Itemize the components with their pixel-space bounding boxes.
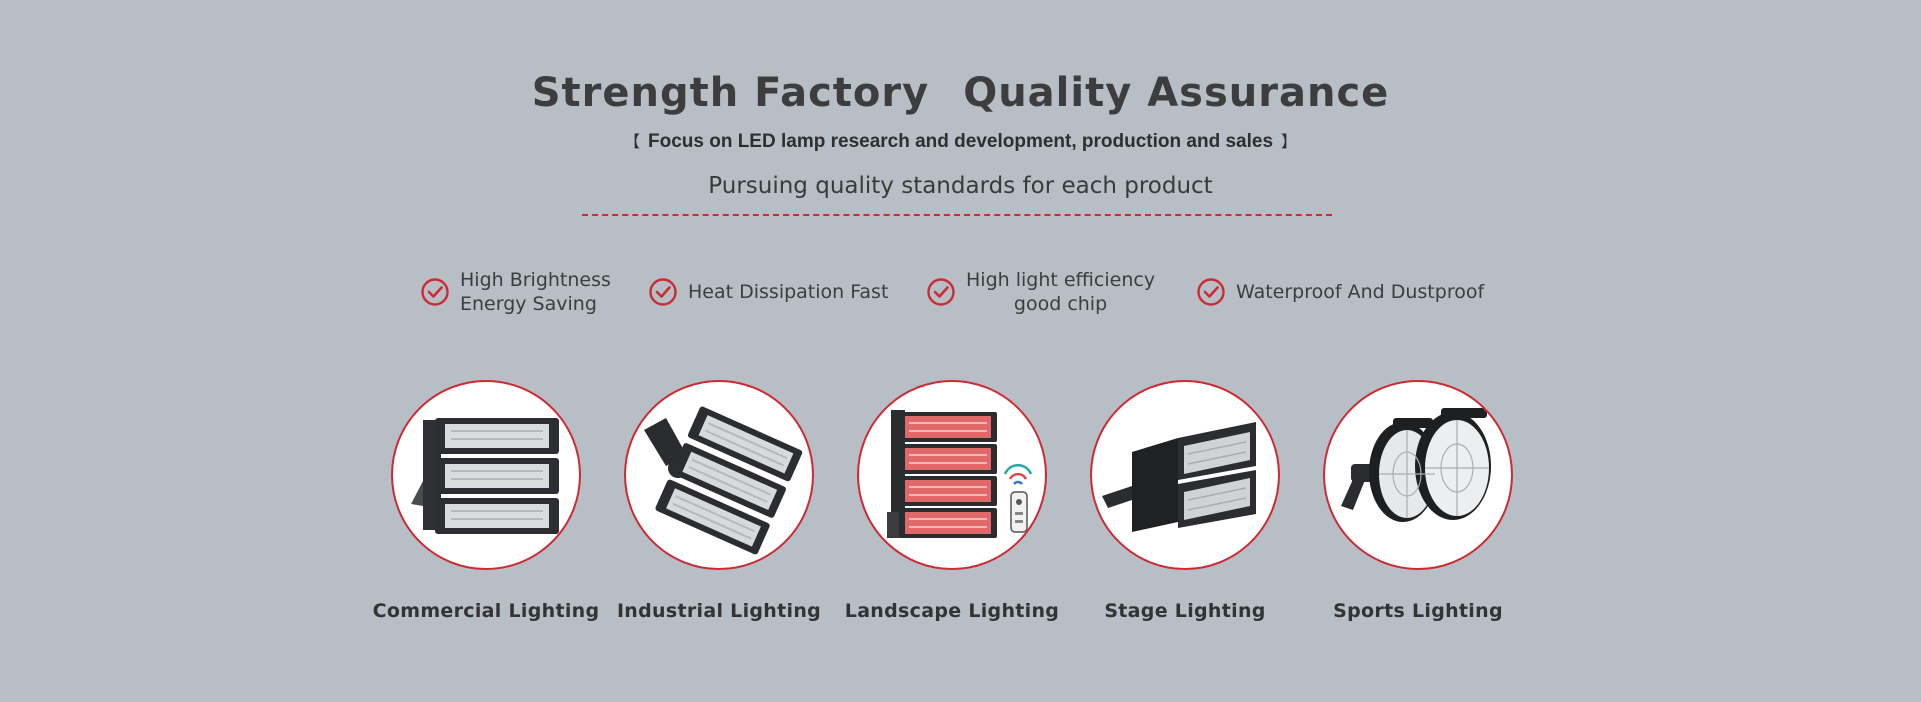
product-label[interactable]: Commercial Lighting bbox=[372, 600, 600, 622]
feature-line-1: Waterproof And Dustproof bbox=[1236, 281, 1485, 303]
feature-line-1: High Brightness bbox=[460, 269, 611, 291]
feature-line-2: good chip bbox=[1013, 293, 1108, 315]
product-card-sports[interactable]: Sports Lighting bbox=[1322, 380, 1514, 622]
page-title: Strength Factory Quality Assurance bbox=[0, 70, 1921, 116]
subtitle-text: Focus on LED lamp research and developme… bbox=[647, 131, 1274, 152]
feature-line-1: High light efficiency bbox=[966, 269, 1156, 291]
bracket-right: 】 bbox=[1281, 134, 1298, 151]
commercial-floodlight-image bbox=[391, 380, 581, 570]
dashed-divider bbox=[582, 214, 1332, 216]
product-label[interactable]: Sports Lighting bbox=[1333, 600, 1503, 622]
title-part-1: Strength Factory bbox=[531, 70, 930, 116]
product-card-commercial[interactable]: Commercial Lighting bbox=[373, 380, 599, 622]
product-card-stage[interactable]: Stage Lighting bbox=[1089, 380, 1281, 622]
product-card-industrial[interactable]: Industrial Lighting bbox=[617, 380, 821, 622]
stage-light-image bbox=[1090, 380, 1280, 570]
landscape-rgb-floodlight-image bbox=[857, 380, 1047, 570]
check-circle-icon bbox=[1197, 278, 1225, 306]
check-circle-icon bbox=[421, 278, 449, 306]
feature-line-2: Energy Saving bbox=[460, 293, 597, 315]
feature-item: Heat Dissipation Fast bbox=[648, 262, 888, 322]
feature-item: Waterproof And Dustproof bbox=[1196, 262, 1484, 322]
sports-stadium-light-image bbox=[1323, 380, 1513, 570]
feature-line-1: Heat Dissipation Fast bbox=[688, 281, 889, 303]
tagline: Pursuing quality standards for each prod… bbox=[708, 173, 1213, 199]
bracket-left: 【 bbox=[623, 134, 640, 151]
product-label[interactable]: Stage Lighting bbox=[1104, 600, 1266, 622]
industrial-floodlight-image bbox=[624, 380, 814, 570]
check-circle-icon bbox=[649, 278, 677, 306]
product-card-landscape[interactable]: Landscape Lighting bbox=[845, 380, 1059, 622]
page-subtitle: 【 Focus on LED lamp research and developm… bbox=[0, 128, 1921, 153]
title-part-2: Quality Assurance bbox=[963, 70, 1390, 116]
product-label[interactable]: Landscape Lighting bbox=[844, 600, 1060, 622]
product-label[interactable]: Industrial Lighting bbox=[616, 600, 822, 622]
check-circle-icon bbox=[927, 278, 955, 306]
